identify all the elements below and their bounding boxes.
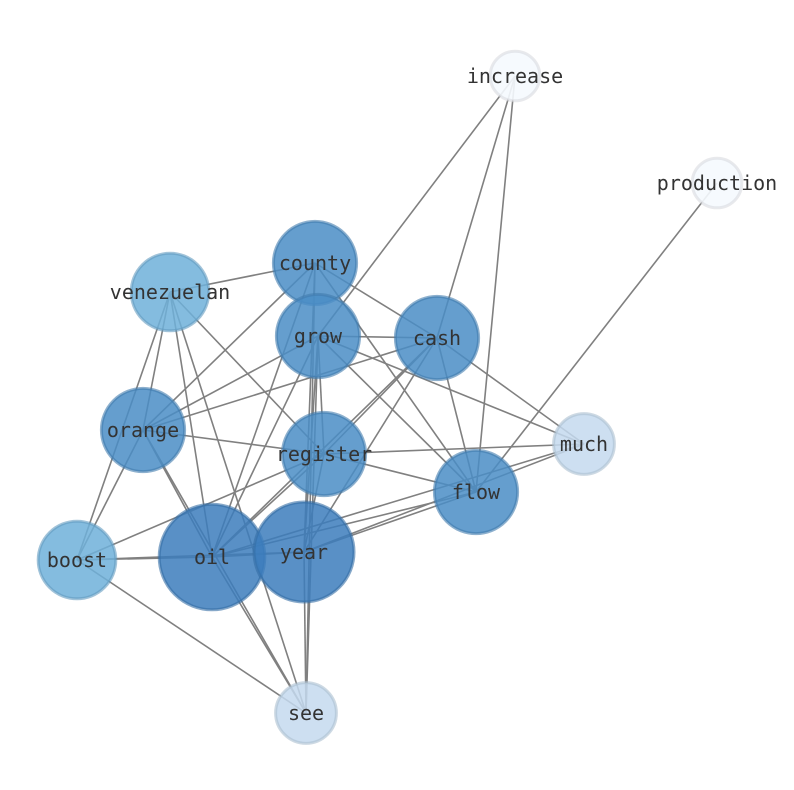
node-label-production: production bbox=[657, 171, 777, 195]
node-increase: increase bbox=[467, 49, 563, 103]
node-year: year bbox=[252, 500, 356, 604]
node-label-increase: increase bbox=[467, 64, 563, 88]
node-circle-year bbox=[252, 500, 356, 604]
edge-increase-flow bbox=[475, 75, 516, 493]
node-label-county: county bbox=[279, 251, 351, 275]
node-venezuelan: venezuelan bbox=[110, 251, 230, 333]
edge-production-flow bbox=[475, 182, 718, 493]
edge-register-much bbox=[323, 443, 585, 455]
graph-edges bbox=[76, 75, 718, 714]
node-label-orange: orange bbox=[107, 418, 179, 442]
node-much: much bbox=[552, 412, 616, 476]
node-circle-boost bbox=[36, 519, 118, 601]
node-circle-venezuelan bbox=[129, 251, 211, 333]
node-circle-cash bbox=[393, 294, 481, 382]
edge-increase-cash bbox=[436, 75, 516, 339]
node-register: register bbox=[276, 410, 372, 498]
node-boost: boost bbox=[36, 519, 118, 601]
node-circle-orange bbox=[99, 386, 187, 474]
node-production: production bbox=[657, 156, 777, 210]
edge-cash-orange bbox=[142, 337, 438, 431]
node-circle-much bbox=[552, 412, 616, 476]
node-circle-grow bbox=[274, 292, 362, 380]
node-label-register: register bbox=[276, 442, 372, 466]
node-circle-see bbox=[274, 681, 338, 745]
node-label-venezuelan: venezuelan bbox=[110, 280, 230, 304]
node-orange: orange bbox=[99, 386, 187, 474]
node-circle-flow bbox=[432, 448, 520, 536]
node-label-cash: cash bbox=[413, 326, 461, 350]
node-label-much: much bbox=[560, 432, 608, 456]
node-label-flow: flow bbox=[452, 480, 501, 504]
edge-grow-much bbox=[317, 335, 585, 445]
node-circle-register bbox=[280, 410, 368, 498]
node-grow: grow bbox=[274, 292, 362, 380]
node-see: see bbox=[274, 681, 338, 745]
edge-boost-see bbox=[76, 559, 307, 714]
node-label-see: see bbox=[288, 701, 324, 725]
node-county: county bbox=[271, 219, 359, 307]
node-circle-production bbox=[690, 156, 744, 210]
node-oil: oil bbox=[157, 502, 267, 612]
node-flow: flow bbox=[432, 448, 520, 536]
node-circle-increase bbox=[488, 49, 542, 103]
node-label-boost: boost bbox=[47, 548, 107, 572]
node-cash: cash bbox=[393, 294, 481, 382]
graph-nodes: increase production county venezuelan grow ca… bbox=[36, 49, 777, 745]
edge-increase-grow bbox=[317, 75, 516, 337]
node-label-grow: grow bbox=[294, 324, 343, 348]
node-label-year: year bbox=[280, 540, 328, 564]
node-label-oil: oil bbox=[194, 545, 230, 569]
